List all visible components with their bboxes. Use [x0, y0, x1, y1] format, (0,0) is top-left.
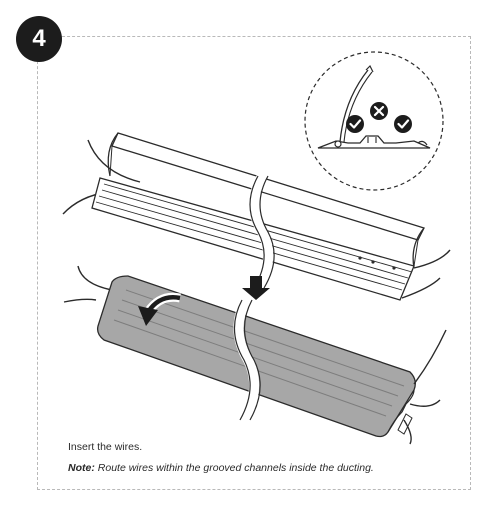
arrow-down-icon [242, 276, 270, 300]
step-number-badge: 4 [16, 16, 62, 62]
step-frame [37, 36, 471, 490]
check-icon [346, 115, 364, 133]
instruction-caption: Insert the wires. [68, 441, 143, 453]
note-label: Note: [68, 462, 95, 474]
instruction-note: Note: Route wires within the grooved cha… [68, 462, 374, 474]
lid-open [339, 69, 369, 143]
duct-profile [317, 135, 431, 149]
open-duct [62, 132, 451, 301]
curved-arrow-icon [138, 292, 181, 326]
note-text: Route wires within the grooved channels … [97, 462, 374, 474]
cross-icon [370, 102, 388, 120]
check-icon [394, 115, 412, 133]
step-number: 4 [32, 25, 46, 52]
detail-inset [304, 51, 444, 191]
